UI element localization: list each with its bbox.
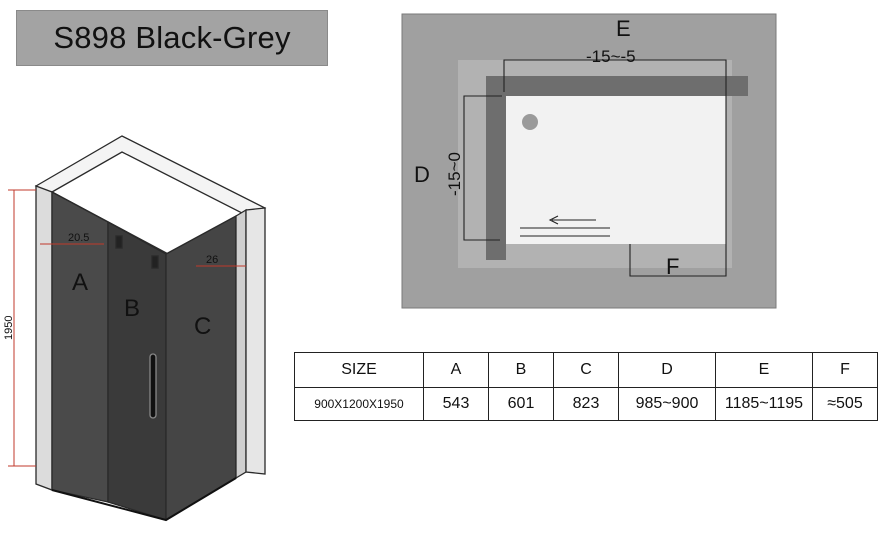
- door-handle: [149, 353, 157, 419]
- panel-c-glass: [165, 214, 237, 522]
- panel-b-label: B: [124, 295, 140, 322]
- slide-arrow-icon: [548, 215, 559, 225]
- header-d: D: [618, 352, 716, 388]
- plan-top-wall: [486, 76, 748, 96]
- dim-right-gap-label: 26: [206, 254, 218, 266]
- header-e: E: [715, 352, 813, 388]
- dim-height-label: 1950: [3, 316, 15, 340]
- left-wall-profile: [35, 185, 53, 491]
- right-wall-profile: [235, 208, 247, 480]
- cell-b: 601: [488, 387, 554, 421]
- table-row: 900X1200X1950 543 601 823 985~900 1185~1…: [294, 387, 878, 421]
- header-f: F: [812, 352, 878, 388]
- dim-left-gap-label: 20.5: [68, 232, 89, 244]
- header-a: A: [423, 352, 489, 388]
- header-size: SIZE: [294, 352, 424, 388]
- header-b: B: [488, 352, 554, 388]
- plan-label-f: F: [666, 254, 679, 279]
- cell-c: 823: [553, 387, 619, 421]
- plan-adjust-d: -15~0: [445, 152, 464, 196]
- roller-left: [115, 235, 123, 249]
- plan-e-outline: [503, 59, 727, 277]
- table-header-row: SIZE A B C D E F: [294, 352, 878, 388]
- drain-icon: [522, 114, 538, 130]
- title-box: S898 Black-Grey: [16, 10, 328, 66]
- cell-a: 543: [423, 387, 489, 421]
- plan-left-wall: [486, 76, 506, 260]
- panel-a-label: A: [72, 269, 88, 296]
- roller-right: [151, 255, 159, 269]
- spec-table: SIZE A B C D E F 900X1200X1950 543 601 8…: [294, 352, 878, 421]
- plan-tray: [502, 94, 726, 244]
- cell-size: 900X1200X1950: [294, 387, 424, 421]
- plan-d-outline: [463, 95, 502, 241]
- plan-adjust-e: -15~-5: [586, 47, 636, 66]
- product-title: S898 Black-Grey: [53, 20, 291, 55]
- panel-c-label: C: [194, 313, 211, 340]
- header-c: C: [553, 352, 619, 388]
- cell-d: 985~900: [618, 387, 716, 421]
- cell-f: ≈505: [812, 387, 878, 421]
- cell-e: 1185~1195: [715, 387, 813, 421]
- plan-label-e: E: [616, 16, 631, 41]
- bottom-rail: [51, 477, 237, 522]
- plan-label-d: D: [414, 162, 430, 187]
- right-wall-edge: [245, 207, 266, 475]
